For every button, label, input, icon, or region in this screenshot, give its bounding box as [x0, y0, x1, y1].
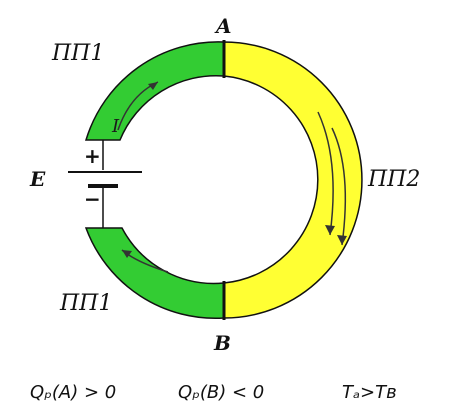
semiconductor-1-top-label: ПП1: [51, 41, 104, 66]
current-arrow-right-1: [317, 111, 335, 236]
plus-sign: +: [84, 144, 101, 168]
emf-label: E: [29, 167, 46, 191]
temperature-relation-formula: Tₐ>Tв: [342, 382, 397, 403]
peltier-heat-b-formula: Qₚ(B) < 0: [178, 382, 264, 403]
peltier-heat-a-formula: Qₚ(A) > 0: [30, 382, 116, 403]
semiconductor-1-bottom-label: ПП1: [59, 291, 112, 316]
minus-sign: −: [84, 187, 101, 211]
current-arrow-bottom: [121, 249, 169, 273]
current-arrow-top: [117, 81, 159, 131]
semiconductor-2-label: ПП2: [367, 167, 420, 192]
point-b-label: B: [213, 331, 231, 355]
point-a-label: A: [214, 14, 232, 38]
semiconductor-1-top-segment: [84, 41, 225, 141]
current-label: I: [111, 116, 120, 137]
current-arrow-right-2: [331, 127, 347, 246]
semiconductor-2-segment: [223, 41, 363, 319]
